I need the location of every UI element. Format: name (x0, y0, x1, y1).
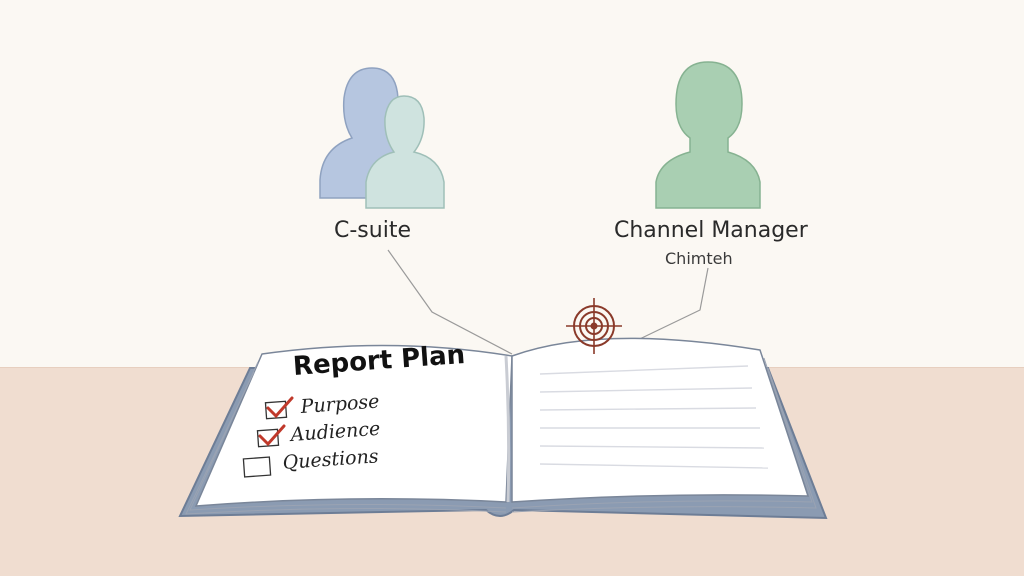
persona-label-channel-manager: Channel Manager (614, 218, 808, 243)
persona-sublabel-channel-manager: Chimteh (665, 249, 733, 268)
checkbox-audience[interactable] (256, 424, 286, 448)
group-avatar-icon (319, 67, 445, 209)
checkbox-purpose[interactable] (264, 396, 294, 420)
persona-label-c-suite: C-suite (334, 218, 411, 243)
target-icon (566, 298, 622, 354)
background-wall (0, 0, 1024, 368)
person-avatar-icon (655, 61, 761, 209)
checkbox-questions[interactable] (242, 456, 272, 478)
open-book (178, 337, 828, 520)
